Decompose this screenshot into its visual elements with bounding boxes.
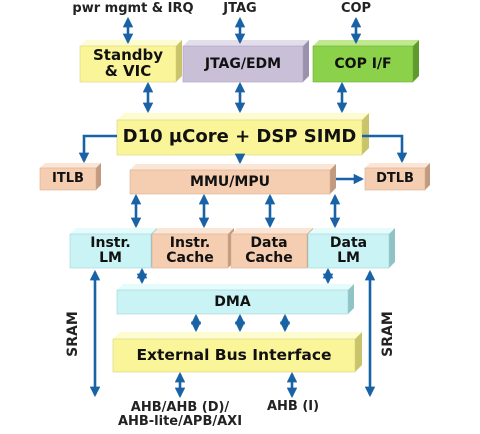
- jtag-edm-block: [182, 40, 309, 83]
- instr-lm-block: [69, 228, 157, 269]
- dtlb-block: [364, 163, 430, 191]
- dma-block: [116, 284, 354, 315]
- standby-vic-block: [79, 40, 182, 83]
- mmu-mpu-block: [129, 164, 336, 195]
- connection-arrows: [78, 16, 408, 399]
- external-bus-interface-block: [112, 332, 362, 373]
- core-block: [116, 113, 369, 156]
- instr-cache-block: [151, 228, 234, 269]
- cop-if-block: [312, 40, 419, 83]
- data-lm-block: [307, 228, 395, 269]
- data-cache-block: [230, 228, 313, 269]
- itlb-block: [39, 163, 101, 191]
